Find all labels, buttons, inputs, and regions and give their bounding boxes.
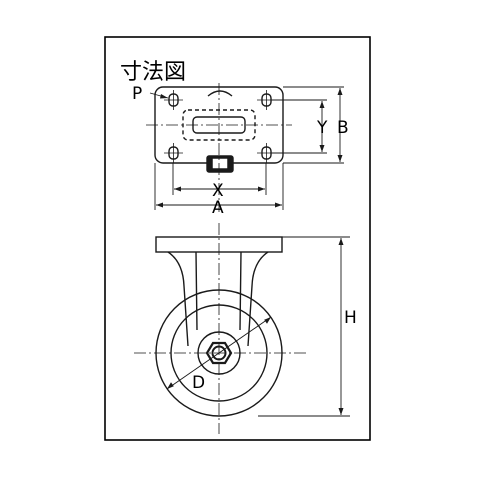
wheel-top-bump: [207, 90, 233, 97]
dimension-d-line: [166, 316, 272, 390]
axle-nut-side: [205, 341, 233, 365]
side-view: [134, 223, 306, 434]
label-x: X: [212, 181, 224, 201]
top-view: [146, 83, 292, 212]
drawing-frame: [104, 36, 371, 441]
label-d: D: [192, 373, 205, 393]
label-p: P: [132, 84, 142, 104]
top-view-dimensions: [149, 86, 344, 210]
fork-bracket-inner: [195, 251, 242, 331]
fork-bracket-outer: [167, 251, 269, 347]
label-h: H: [344, 308, 357, 328]
label-a: A: [212, 198, 224, 218]
label-y: Y: [316, 118, 328, 138]
side-view-dimensions: [166, 236, 350, 417]
drawing-title: 寸法図: [120, 60, 186, 85]
label-b: B: [337, 118, 349, 138]
